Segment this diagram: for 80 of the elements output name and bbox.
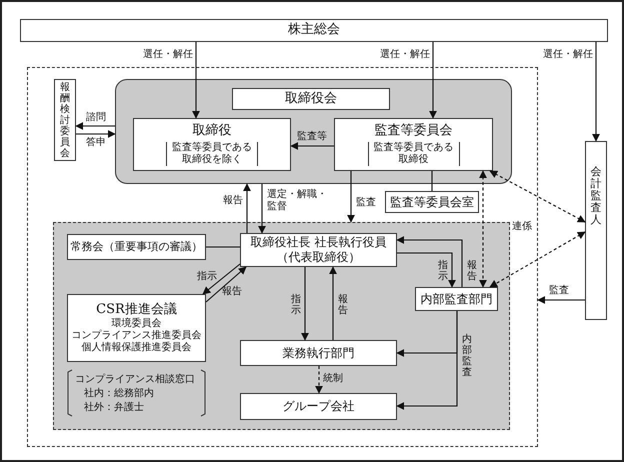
node-title: 内部監査部門 — [420, 292, 492, 306]
arrow — [206, 266, 247, 302]
node-title: グループ会社 — [282, 399, 354, 414]
edge-label: 報告 — [338, 294, 348, 316]
arrow — [396, 236, 463, 287]
board-box — [232, 88, 390, 110]
edge-label: 内部監査 — [462, 334, 472, 378]
committee-box — [54, 79, 76, 161]
edge-label: 選定・解職・監督 — [267, 189, 328, 213]
note-text: 社外：弁護士 — [84, 402, 144, 414]
arrow — [75, 122, 115, 130]
arrow — [397, 252, 456, 288]
node-title: 取締役社長 社長執行役員 — [250, 235, 386, 250]
operations-box — [240, 340, 397, 366]
node-title: 会計監査人 — [590, 166, 602, 226]
edge-label: 監査 — [356, 197, 376, 209]
office-box — [385, 191, 479, 213]
edge-label: 報告 — [223, 195, 243, 207]
csr-box — [67, 294, 206, 362]
arrow — [429, 42, 437, 119]
meeting-box — [20, 19, 608, 42]
node-text: コンプライアンス推進委員会 — [72, 330, 202, 342]
node-text: 個人情報保護推進委員会 — [82, 342, 192, 354]
node-text: （代表取締役） — [276, 250, 360, 265]
audit-dept-box — [415, 287, 498, 311]
arrow — [76, 130, 116, 138]
link-label: 連係 — [512, 221, 532, 233]
dashed-arrow — [315, 366, 323, 394]
board-panel — [115, 79, 512, 184]
connector-line — [206, 246, 240, 248]
arrow — [396, 311, 458, 410]
node-title: 報酬検討委員会 — [60, 82, 70, 158]
edge-label: 答申 — [86, 137, 106, 149]
arrow — [192, 42, 200, 119]
note-text: コンプライアンス相談窓口 — [75, 374, 195, 386]
node-title: 監査等委員会 — [374, 123, 452, 140]
dashed-arrow — [479, 170, 487, 288]
node-title: 業務執行部門 — [282, 346, 354, 360]
executive-panel — [53, 222, 510, 430]
arrow — [329, 266, 337, 340]
edge-label: 統制 — [323, 373, 343, 385]
edge-label: 監査 — [549, 285, 569, 297]
edge-label: 報告 — [467, 260, 477, 282]
arrow — [537, 296, 585, 304]
arrow — [301, 267, 309, 341]
dashed-arrow — [489, 170, 586, 222]
note-text: 社内：総務部内 — [84, 388, 154, 400]
dashed-arrow — [489, 232, 586, 288]
node-title: 株主総会 — [288, 22, 340, 39]
edge-label: 指示 — [291, 294, 301, 316]
arrow — [258, 184, 266, 234]
president-box — [240, 233, 397, 267]
edge-label: 指示 — [197, 271, 217, 283]
node-text: 監査等委員である取締役を除く — [166, 142, 258, 166]
edge-label: 監査等 — [297, 131, 327, 143]
arrow — [243, 183, 251, 233]
edge-label: 指示 — [438, 260, 448, 282]
node-title: 常務会（重要事項の審議） — [70, 240, 202, 254]
auditor-box — [585, 141, 607, 320]
connector-line — [431, 171, 433, 191]
arrow — [347, 171, 355, 223]
node-text: 監査等委員である取締役 — [368, 142, 460, 166]
edge-label: 選任・解任 — [379, 49, 430, 61]
node-title: 監査等委員会室 — [390, 194, 474, 210]
node-title: 取締役会 — [285, 90, 337, 108]
dashed-boundary — [27, 67, 538, 447]
edge-label: 諮問 — [86, 112, 106, 124]
group-company-box — [240, 393, 397, 420]
edge-label: 報告 — [222, 286, 242, 298]
node-text: 環境委員会 — [112, 318, 162, 330]
meeting-box — [67, 234, 206, 260]
node-title: 取締役 — [192, 123, 232, 140]
arrow — [592, 42, 600, 142]
node-title: CSR推進会議 — [96, 302, 177, 318]
edge-label: 選任・解任 — [542, 49, 593, 61]
edge-label: 選任・解任 — [142, 49, 193, 61]
arrow — [290, 142, 334, 150]
director-box — [133, 118, 291, 171]
committee-box — [334, 118, 493, 171]
arrow — [202, 264, 240, 294]
